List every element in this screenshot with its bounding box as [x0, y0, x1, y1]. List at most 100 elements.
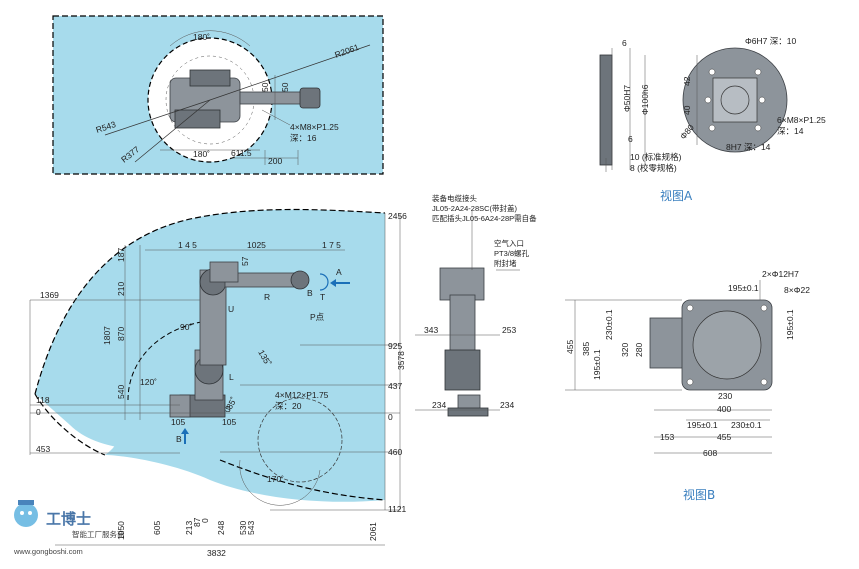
- axis-l-label: L: [229, 372, 234, 382]
- top-view-robot: [169, 69, 321, 129]
- side-210: 210: [116, 282, 126, 296]
- watermark-slogan: 智能工厂服务商: [72, 529, 125, 539]
- view-b-153: 153: [660, 432, 674, 442]
- top-611: 611.5: [231, 148, 252, 158]
- side-870: 870: [116, 327, 126, 341]
- view-b-455-h: 455: [717, 432, 731, 442]
- view-b-holes-12: 2×Φ12H7: [762, 269, 799, 279]
- view-b: 2×Φ12H7 8×Φ22 195±0.1 195±0.1 455 385 19…: [565, 269, 810, 502]
- view-a-flange-side: [599, 54, 613, 166]
- view-b-280: 280: [634, 343, 644, 357]
- top-view: 180˚ 180˚ R2061 R543 R377 50 50 611.5 20…: [52, 15, 384, 175]
- view-b-195-h: 195±0.1: [687, 420, 718, 430]
- connector-model: JL05-2A24-28SC(带封盖): [432, 203, 518, 213]
- view-a-std-10: 10 (标准规格): [630, 152, 682, 162]
- top-depth: 深：16: [290, 133, 317, 143]
- view-a-42: 42: [682, 76, 692, 86]
- side-0-bottom: 0: [200, 518, 210, 523]
- view-a-depth: 深：14: [777, 126, 804, 136]
- connector-mating-plug: 匹配插头JL05-6A24-28P需自备: [432, 213, 537, 223]
- side-105-left: 105: [171, 417, 185, 427]
- side-0-left: 0: [36, 407, 41, 417]
- side-3832: 3832: [207, 548, 226, 558]
- view-a-6-top: 6: [622, 38, 627, 48]
- view-a-title: 视图A: [660, 188, 693, 203]
- rear-view: 装备电缆接头 JL05-2A24-28SC(带封盖) 匹配插头JL05-6A24…: [415, 193, 537, 417]
- side-angle-170: 170˚: [267, 474, 284, 484]
- axis-t-label: T: [320, 292, 325, 302]
- view-a-40: 40: [682, 105, 692, 115]
- side-1807: 1807: [102, 326, 112, 345]
- view-a: 6 6 Φ50H7 Φ100h6 Φ6H7 深：10 42 40 6×M8×P1…: [599, 36, 826, 203]
- top-angle-180-top: 180˚: [193, 32, 210, 42]
- side-1025: 1025: [247, 240, 266, 250]
- view-b-title: 视图B: [683, 487, 715, 502]
- view-a-phi50: Φ50H7: [622, 85, 632, 112]
- view-b-455-v: 455: [565, 340, 575, 354]
- side-3578: 3578: [396, 351, 406, 370]
- view-a-6-bottom: 6: [628, 134, 633, 144]
- view-b-608: 608: [703, 448, 717, 458]
- rear-234-right: 234: [500, 400, 514, 410]
- view-b-230: 230: [718, 391, 732, 401]
- view-b-holes-22: 8×Φ22: [784, 285, 810, 295]
- side-437: 437: [388, 381, 402, 391]
- mascot-logo: [14, 500, 38, 527]
- view-b-320: 320: [620, 343, 630, 357]
- rear-234-left: 234: [432, 400, 446, 410]
- side-105-right: 105: [222, 417, 236, 427]
- view-b-230-v: 230±0.1: [604, 309, 614, 340]
- side-118: 118: [36, 395, 50, 405]
- view-a-pin: 8H7 深：14: [726, 142, 771, 152]
- side-187: 187: [116, 248, 126, 262]
- view-b-195-top: 195±0.1: [728, 283, 759, 293]
- side-605: 605: [152, 521, 162, 535]
- air-inlet-label: 空气入口: [494, 238, 524, 248]
- side-213: 213: [184, 521, 194, 535]
- side-1121: 1121: [388, 504, 407, 514]
- side-453: 453: [36, 444, 50, 454]
- axis-r-label: R: [264, 292, 270, 302]
- air-inlet-thread: PT3/8螺孔: [494, 248, 530, 258]
- top-screw: 4×M8×P1.25: [290, 122, 339, 132]
- side-angle-120: 120˚: [140, 377, 157, 387]
- side-depth: 深：20: [275, 401, 302, 411]
- side-57: 57: [240, 256, 250, 266]
- side-2456: 2456: [388, 211, 407, 221]
- top-50-b: 50: [280, 82, 290, 92]
- view-b-arrow-label: B: [176, 434, 182, 444]
- rear-view-robot: [439, 267, 489, 417]
- top-200: 200: [268, 156, 282, 166]
- rear-253: 253: [502, 325, 516, 335]
- side-543: 543: [246, 521, 256, 535]
- top-angle-180-bottom: 180˚: [193, 149, 210, 159]
- side-1369: 1369: [40, 290, 59, 300]
- side-145: 1 4 5: [178, 240, 197, 250]
- side-175: 1 7 5: [322, 240, 341, 250]
- view-b-230-h: 230±0.1: [731, 420, 762, 430]
- axis-s-label: S: [225, 404, 231, 414]
- view-a-bore: Φ6H7 深：10: [745, 36, 796, 46]
- side-540: 540: [116, 385, 126, 399]
- view-b-385: 385: [581, 342, 591, 356]
- side-460: 460: [388, 447, 402, 457]
- side-2061: 2061: [368, 522, 378, 541]
- side-925: 925: [388, 341, 402, 351]
- watermark: 工博士 智能工厂服务商 www.gongboshi.com: [13, 500, 125, 556]
- side-view-robot: [169, 261, 310, 418]
- side-0-right: 0: [388, 412, 393, 422]
- connector-title: 装备电缆接头: [432, 193, 477, 203]
- view-b-195-v: 195±0.1: [592, 349, 602, 380]
- watermark-url: www.gongboshi.com: [13, 547, 83, 556]
- side-1050: 1050: [116, 521, 126, 540]
- side-view: 2456 1369 1 4 5 1025 1 7 5 187 210 57 18…: [29, 208, 407, 558]
- side-87: 87: [192, 517, 202, 527]
- side-248: 248: [216, 521, 226, 535]
- view-a-std-8: 8 (校零规格): [630, 163, 677, 173]
- air-inlet-plug: 附封堵: [494, 258, 517, 268]
- axis-b-label: B: [307, 288, 313, 298]
- rear-343: 343: [424, 325, 438, 335]
- p-point-label: P点: [310, 312, 325, 322]
- view-a-phi100: Φ100h6: [640, 84, 650, 115]
